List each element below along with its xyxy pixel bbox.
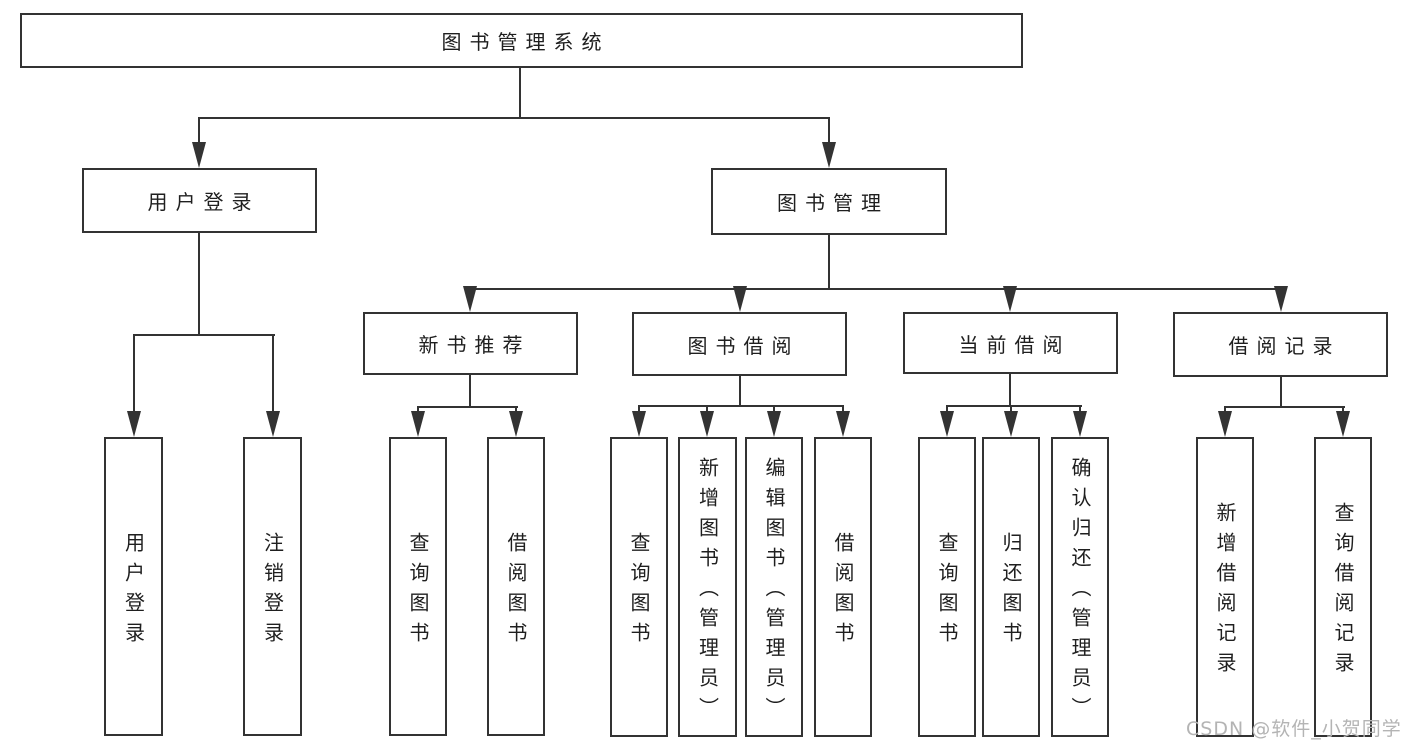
leaf-borrow-books-2: 借阅图书 [814, 437, 872, 737]
node-user-login: 用户登录 [82, 168, 317, 233]
connector-line [198, 117, 200, 147]
arrow-down-icon [1336, 411, 1350, 437]
leaf-query-books-2: 查询图书 [610, 437, 668, 737]
node-label: 图书管理 [777, 191, 889, 215]
node-label: 新增借阅记录 [1213, 502, 1237, 682]
connector-line [1280, 377, 1282, 408]
leaf-query-books-1: 查询图书 [389, 437, 447, 736]
csdn-watermark: CSDN @软件_小贺同学 [1186, 718, 1402, 740]
node-label: 编辑图书（管理员） [762, 457, 786, 727]
arrow-down-icon [192, 142, 206, 168]
node-label: 借阅图书 [831, 532, 855, 652]
arrow-down-icon [822, 142, 836, 168]
node-label: 归还图书 [999, 532, 1023, 652]
node-book-borrowing: 图书借阅 [632, 312, 847, 376]
leaf-add-borrow-record: 新增借阅记录 [1196, 437, 1254, 737]
node-label: 图书借阅 [687, 333, 800, 358]
arrow-down-icon [940, 411, 954, 437]
node-label: 借阅记录 [1228, 334, 1341, 358]
leaf-confirm-return-admin: 确认归还（管理员） [1051, 437, 1109, 737]
arrow-down-icon [700, 411, 714, 437]
connector-line [638, 405, 844, 407]
connector-line [946, 405, 1082, 407]
connector-line [272, 334, 274, 416]
arrow-down-icon [1218, 411, 1232, 437]
node-label: 当前借阅 [958, 332, 1071, 357]
arrow-down-icon [1274, 286, 1288, 312]
arrow-down-icon [1073, 411, 1087, 437]
node-label: 查询借阅记录 [1331, 502, 1355, 682]
arrow-down-icon [463, 286, 477, 312]
arrow-down-icon [266, 411, 280, 437]
connector-line [1009, 374, 1011, 407]
arrow-down-icon [1004, 411, 1018, 437]
arrow-down-icon [411, 411, 425, 437]
node-label: 注销登录 [260, 531, 285, 652]
connector-line [198, 117, 830, 119]
leaf-query-borrow-record: 查询借阅记录 [1314, 437, 1372, 737]
arrow-down-icon [767, 411, 781, 437]
connector-line [133, 334, 275, 336]
node-current-borrowing: 当前借阅 [903, 312, 1118, 374]
connector-line [198, 233, 200, 336]
node-label: 查询图书 [935, 532, 959, 652]
leaf-user-login: 用户登录 [104, 437, 163, 736]
connector-line [739, 376, 741, 407]
leaf-edit-books-admin: 编辑图书（管理员） [745, 437, 803, 737]
leaf-borrow-books-1: 借阅图书 [487, 437, 545, 736]
connector-line [1224, 406, 1345, 408]
node-book-management: 图书管理 [711, 168, 947, 235]
arrow-down-icon [733, 286, 747, 312]
connector-line [417, 406, 518, 408]
node-borrowing-records: 借阅记录 [1173, 312, 1388, 377]
node-label: 新书推荐 [418, 333, 531, 357]
leaf-return-books: 归还图书 [982, 437, 1040, 737]
arrow-down-icon [1003, 286, 1017, 312]
node-label: 用户登录 [147, 190, 260, 214]
connector-line [519, 68, 521, 118]
node-new-book-recommendation: 新书推荐 [363, 312, 578, 375]
node-label: 图书管理系统 [441, 30, 610, 54]
node-label: 借阅图书 [504, 531, 528, 652]
node-label: 新增图书（管理员） [695, 457, 720, 727]
leaf-logout: 注销登录 [243, 437, 302, 736]
arrow-down-icon [509, 411, 523, 437]
node-label: 用户登录 [121, 531, 146, 652]
arrow-down-icon [127, 411, 141, 437]
node-label: 确认归还（管理员） [1068, 457, 1092, 727]
connector-line [133, 334, 135, 416]
leaf-query-books-3: 查询图书 [918, 437, 976, 737]
leaf-add-books-admin: 新增图书（管理员） [678, 437, 737, 737]
connector-line [828, 117, 830, 147]
connector-line [469, 288, 1283, 290]
arrow-down-icon [836, 411, 850, 437]
node-label: 查询图书 [406, 531, 430, 652]
connector-line [469, 375, 471, 408]
node-label: 查询图书 [627, 532, 651, 652]
node-root-system: 图书管理系统 [20, 13, 1023, 68]
arrow-down-icon [632, 411, 646, 437]
connector-line [828, 235, 830, 290]
